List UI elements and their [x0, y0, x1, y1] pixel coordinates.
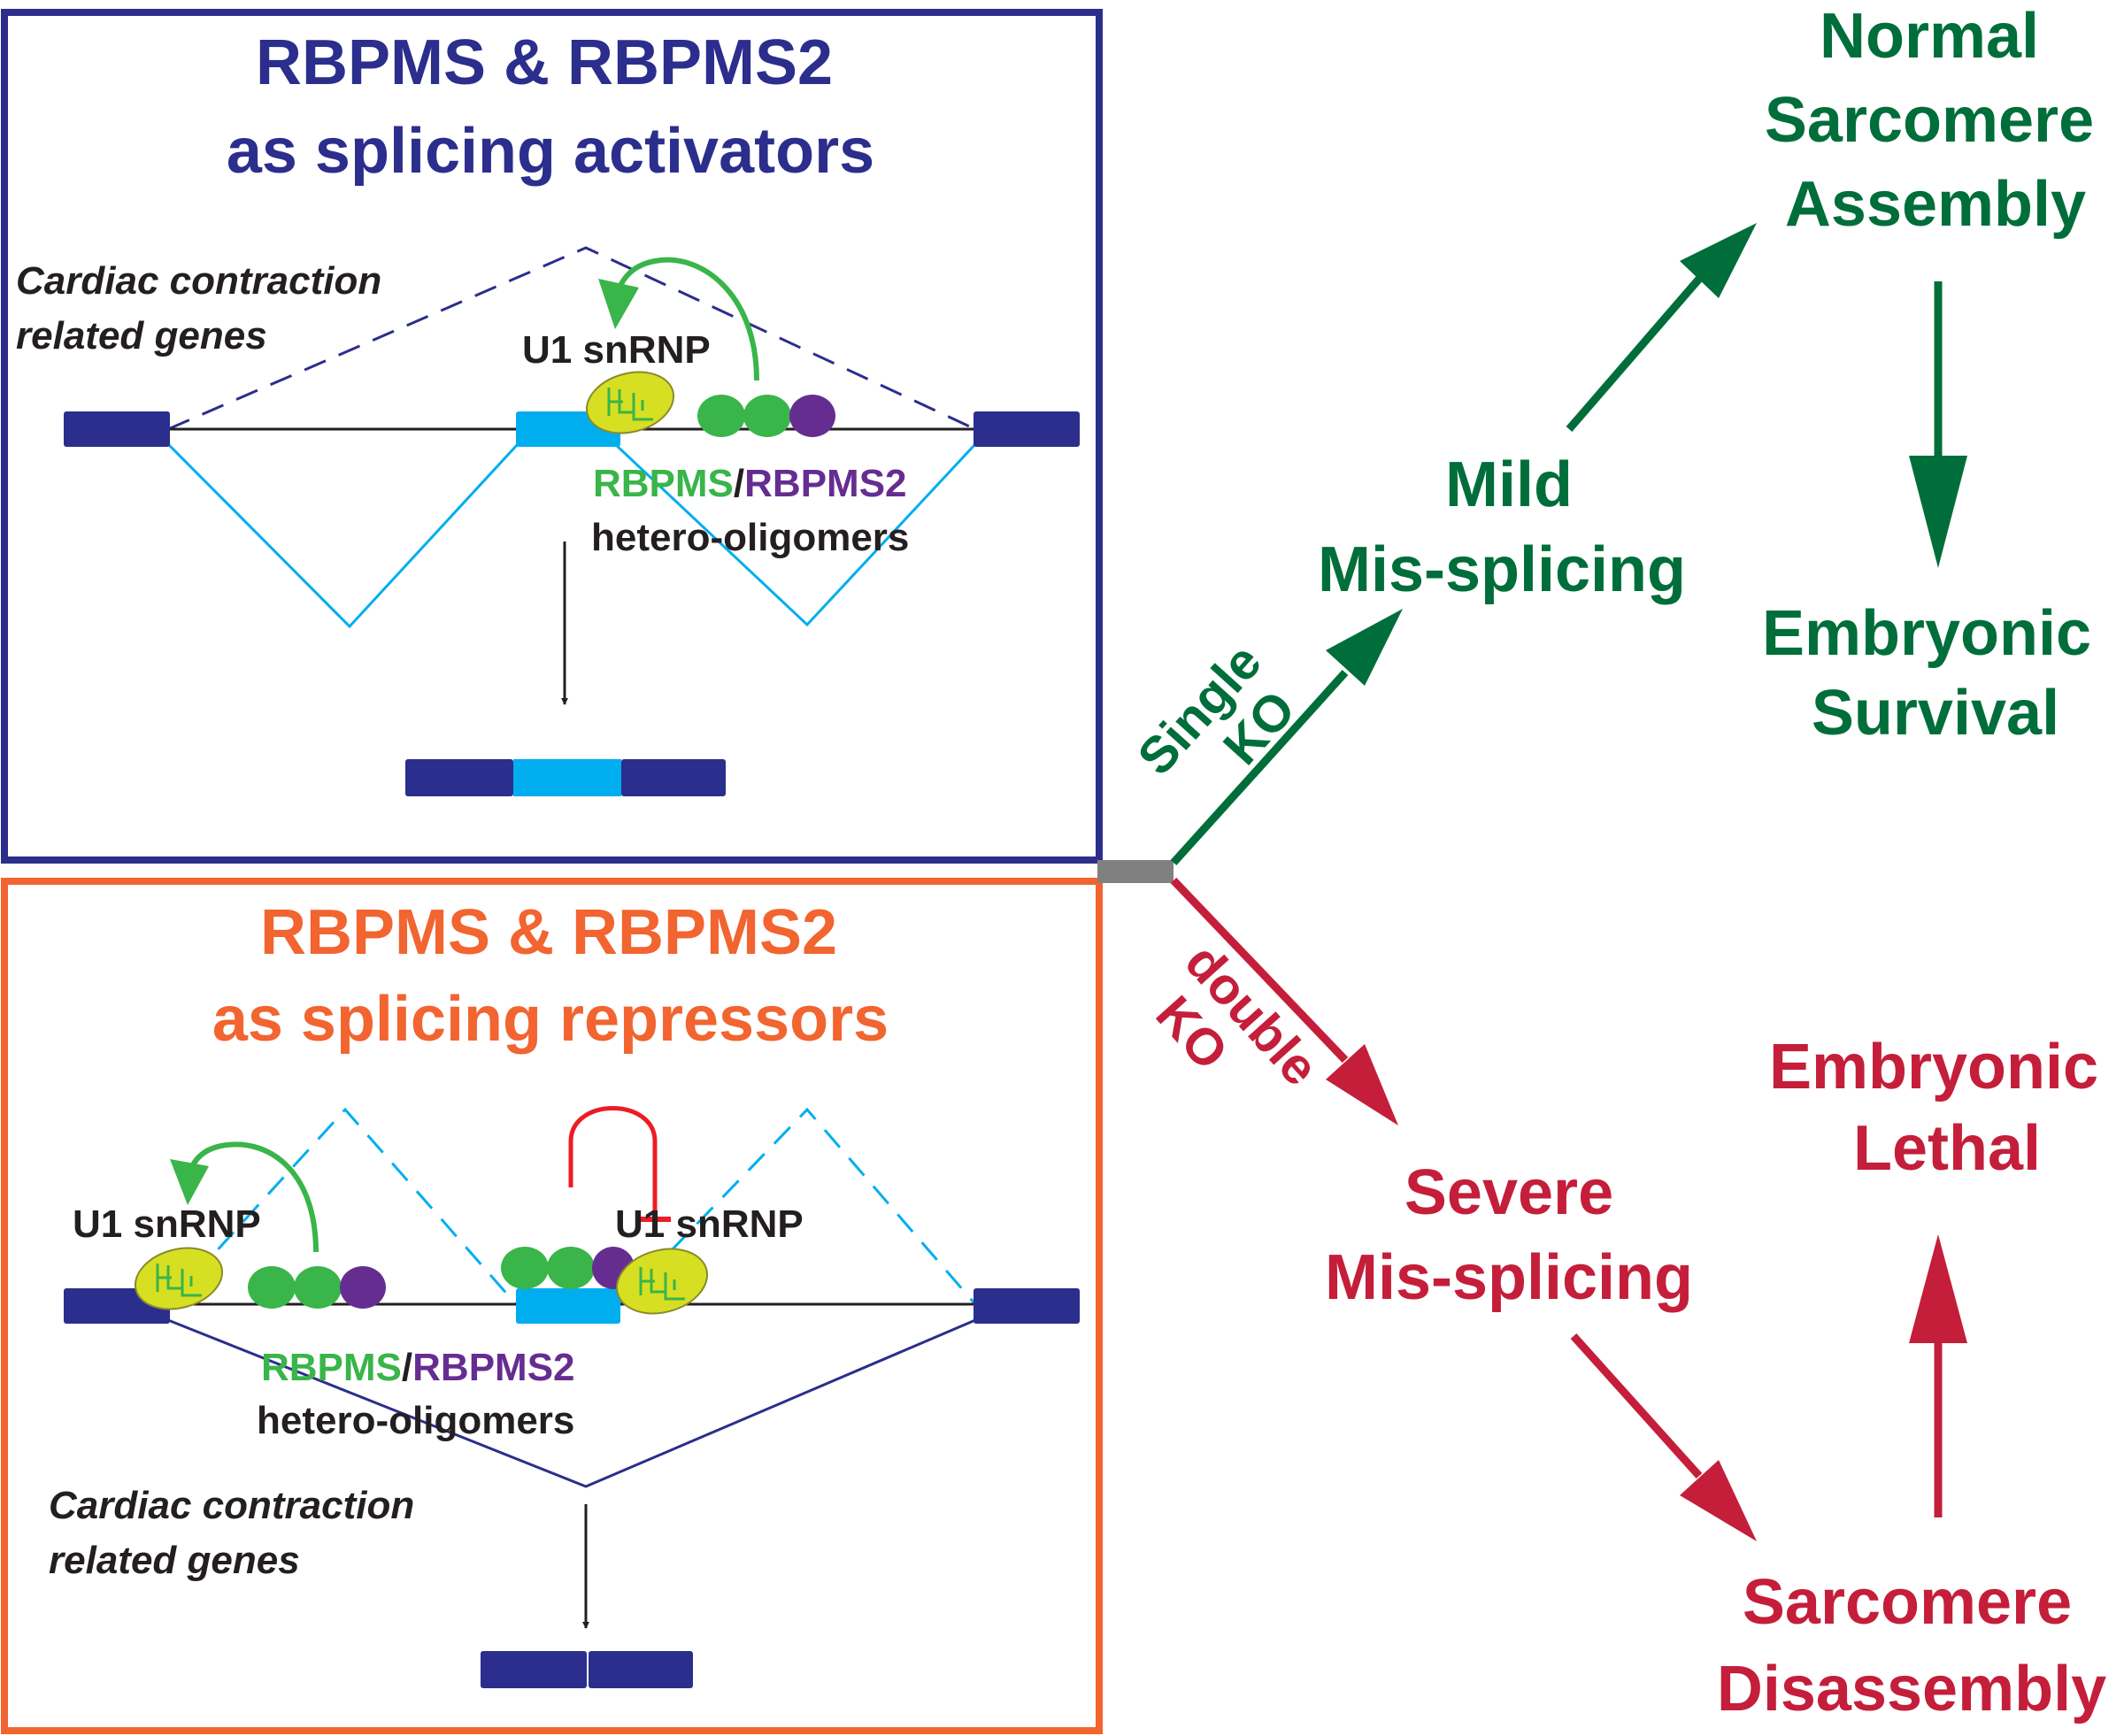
- severe-to-disassembly-arrowhead: [1680, 1460, 1757, 1541]
- activator-rbpms-bead-1: [697, 395, 745, 437]
- repressor-slash: /: [402, 1346, 412, 1389]
- activator-slash: /: [734, 462, 744, 505]
- repressor-skip-splice-line: [167, 1318, 976, 1488]
- activator-rbpms-bead-2: [743, 395, 791, 437]
- repressor-title-line1: RBPMS & RBPMS2: [260, 897, 837, 968]
- repressor-dashed-splice-right: [618, 1107, 977, 1306]
- embryonic-lethal-line1: Embryonic: [1769, 1032, 2098, 1102]
- single-ko-arrow: [1170, 669, 1349, 866]
- repressor-product-exon-1: [481, 1651, 587, 1688]
- embryonic-lethal-line2: Lethal: [1853, 1113, 2041, 1184]
- double-ko-arrowhead: [1326, 1044, 1398, 1125]
- severe-missplicing-line1: Severe: [1404, 1157, 1613, 1228]
- repressor-inhibition-line: [568, 1106, 658, 1219]
- activator-exon-left: [64, 411, 170, 447]
- normal-assembly-line3: Assembly: [1785, 169, 2086, 240]
- disassembly-to-lethal-arrowhead: [1909, 1234, 1967, 1343]
- repressor-u1-snrnp-icon-left: [134, 1247, 224, 1310]
- normal-assembly-line2: Sarcomere: [1765, 85, 2094, 156]
- activator-rbpms2-label: RBPMS2: [744, 462, 906, 505]
- activator-panel-border: [1, 9, 1103, 864]
- mild-missplicing-line1: Mild: [1445, 449, 1573, 520]
- repressor-recruit-arrow: [185, 1141, 319, 1253]
- double-ko-arrow: [1170, 877, 1349, 1064]
- repressor-left-rbpms2-bead: [340, 1266, 386, 1309]
- repressor-oligomer-label: hetero-oligomers: [257, 1399, 574, 1442]
- activator-protein-label: RBPMS/RBPMS2: [593, 462, 907, 505]
- repressor-left-rbpms-bead-1: [248, 1266, 296, 1309]
- repressor-rbpms2-label: RBPMS2: [412, 1346, 574, 1389]
- repressor-panel-border: [1, 878, 1103, 1734]
- embryonic-survival-line1: Embryonic: [1762, 598, 2091, 669]
- activator-rbpms2-bead: [789, 395, 835, 437]
- activator-title-line1: RBPMS & RBPMS2: [256, 27, 833, 98]
- single-ko-arrowhead: [1326, 609, 1403, 686]
- repressor-protein-label: RBPMS/RBPMS2: [261, 1346, 575, 1389]
- repressor-gene-label-line1: Cardiac contraction: [49, 1484, 414, 1527]
- single-ko-label: SingleKO: [1127, 634, 1314, 825]
- activator-recruit-arrow: [612, 257, 759, 381]
- repressor-recruit-arrowhead: [170, 1159, 209, 1205]
- activator-exon-right: [974, 411, 1080, 447]
- sarcomere-disassembly-line1: Sarcomere: [1743, 1567, 2072, 1638]
- repressor-dashed-splice-left: [166, 1107, 518, 1306]
- activator-dashed-splice-line: [167, 246, 976, 431]
- repressor-exon-middle: [516, 1288, 620, 1324]
- severe-missplicing-line2: Mis-splicing: [1325, 1242, 1693, 1313]
- activator-gene-label-line1: Cardiac contraction: [16, 259, 381, 303]
- mild-to-normal-arrowhead: [1680, 223, 1757, 298]
- outcome-flow: SingleKO doubleKO Mild Mis-splicing Norm…: [1097, 1, 2106, 1724]
- connector-bar: [1097, 860, 1174, 883]
- repressor-product-exon-2: [589, 1651, 693, 1688]
- embryonic-survival-line2: Survival: [1812, 678, 2059, 749]
- activator-product-exon-1: [405, 759, 513, 796]
- repressor-panel: RBPMS & RBPMS2 as splicing repressors U1…: [1, 878, 1103, 1734]
- activator-skip-splice-right: [613, 442, 977, 627]
- sarcomere-disassembly-line2: Disassembly: [1717, 1654, 2106, 1724]
- repressor-u1-snrnp-icon-right: [615, 1248, 709, 1315]
- activator-panel: RBPMS & RBPMS2 as splicing activators Ca…: [1, 9, 1103, 864]
- repressor-mid-rbpms-bead-2: [547, 1247, 595, 1289]
- severe-to-disassembly-arrow: [1570, 1333, 1703, 1479]
- repressor-gene-label-line2: related genes: [49, 1539, 300, 1582]
- activator-product-exon-2: [513, 759, 621, 796]
- activator-title-line2: as splicing activators: [227, 116, 874, 187]
- activator-recruit-arrowhead: [598, 279, 639, 329]
- double-ko-label: doubleKO: [1132, 933, 1329, 1135]
- repressor-mid-rbpms-bead-1: [501, 1247, 549, 1289]
- repressor-title-line2: as splicing repressors: [212, 984, 889, 1055]
- activator-gene-label-line2: related genes: [16, 314, 267, 357]
- repressor-rbpms-label: RBPMS: [261, 1346, 402, 1389]
- repressor-u1-label-right: U1 snRNP: [615, 1202, 804, 1246]
- activator-product-exon-3: [621, 759, 726, 796]
- activator-oligomer-label: hetero-oligomers: [591, 516, 909, 559]
- mild-missplicing-line2: Mis-splicing: [1318, 534, 1686, 605]
- repressor-exon-right: [974, 1288, 1080, 1324]
- activator-rbpms-label: RBPMS: [593, 462, 734, 505]
- normal-to-survival-arrowhead: [1909, 456, 1967, 568]
- activator-u1-label: U1 snRNP: [522, 328, 711, 372]
- repressor-left-rbpms-bead-2: [294, 1266, 342, 1309]
- activator-u1-snrnp-icon: [585, 371, 675, 434]
- activator-skip-splice-left: [166, 442, 519, 629]
- repressor-u1-label-left: U1 snRNP: [73, 1202, 261, 1246]
- normal-assembly-line1: Normal: [1820, 1, 2039, 72]
- mild-to-normal-arrow: [1566, 276, 1703, 432]
